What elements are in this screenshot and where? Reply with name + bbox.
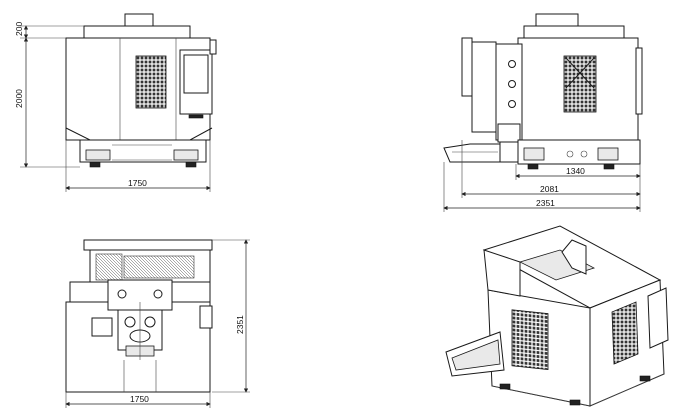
front-view <box>20 13 217 192</box>
dim-side-depth-inner: 1340 <box>566 166 585 176</box>
dim-front-height-main: 2000 <box>14 89 24 108</box>
dim-top-width: 1750 <box>130 394 149 404</box>
dim-front-height-top: 200 <box>14 22 24 36</box>
side-view <box>443 13 643 212</box>
top-view <box>65 239 250 408</box>
dim-side-depth-mid: 2081 <box>540 184 559 194</box>
dim-side-depth-total: 2351 <box>536 198 555 208</box>
dim-top-depth: 2351 <box>235 315 245 334</box>
isometric-view <box>445 225 669 407</box>
dim-front-width: 1750 <box>128 178 147 188</box>
